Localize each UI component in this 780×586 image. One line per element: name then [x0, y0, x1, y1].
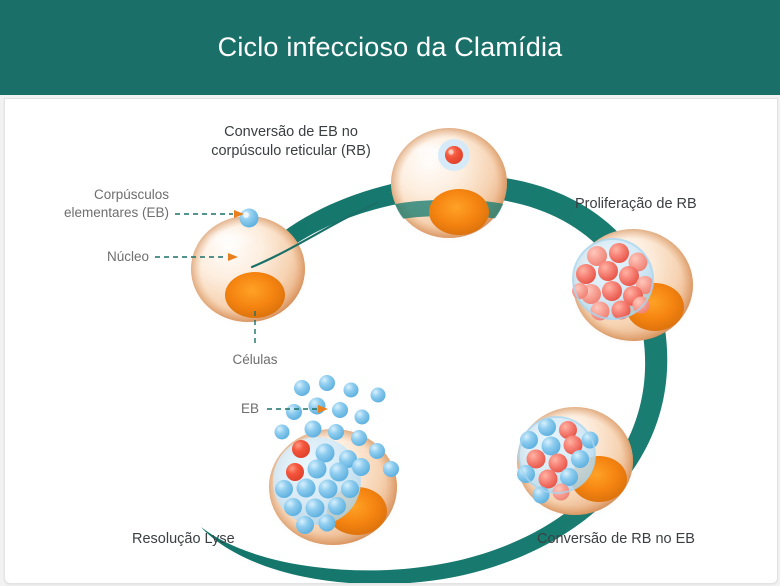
diagram-card: Conversão de EB no corpúsculo reticular …: [4, 98, 778, 584]
leader-label-celulas: Células: [232, 352, 278, 367]
cell-host-entry: [188, 208, 308, 327]
cell-lysis: [265, 375, 401, 551]
nucleus: [429, 189, 489, 235]
stage-label-conversao-rb-eb: Conversão de RB no EB: [537, 531, 695, 547]
leader-lines: [155, 213, 317, 410]
page-title: Ciclo infeccioso da Clamídia: [217, 32, 563, 62]
entry-path-line: [250, 201, 379, 269]
elementary-bodies-inside: [275, 440, 370, 534]
cell-proliferation: [569, 227, 697, 347]
leader-label-corpusculos-elementares: Corpúsculos elementares (EB): [63, 187, 169, 220]
cell-conversion-eb-rb: [387, 127, 511, 243]
header-bar: Ciclo infeccioso da Clamídia: [0, 0, 780, 95]
leader-arrowheads: [228, 210, 328, 413]
inclusion-vacuole: [517, 416, 599, 504]
released-elementary-bodies: [274, 375, 399, 477]
reticulate-body-particle: [445, 146, 463, 164]
leader-label-nucleo: Núcleo: [106, 249, 149, 264]
diagram-stage: Conversão de EB no corpúsculo reticular …: [5, 99, 777, 583]
inclusion-vacuole: [572, 238, 654, 321]
mixed-bodies: [517, 418, 599, 504]
reticulate-bodies: [572, 243, 654, 321]
stage-label-conversao-eb-rb: Conversão de EB no corpúsculo reticular …: [211, 124, 371, 159]
stage-label-proliferacao-rb: Proliferação de RB: [575, 196, 697, 212]
nucleus: [225, 272, 285, 318]
inclusion-vacuole-ruptured: [273, 437, 370, 534]
cell-conversion-rb-eb: [513, 405, 637, 521]
cycle-diagram-svg: [155, 127, 697, 583]
stage-label-resolucao-lyse: Resolução Lyse: [132, 531, 235, 547]
elementary-body-particle: [239, 208, 259, 228]
leader-label-eb: EB: [240, 401, 259, 416]
